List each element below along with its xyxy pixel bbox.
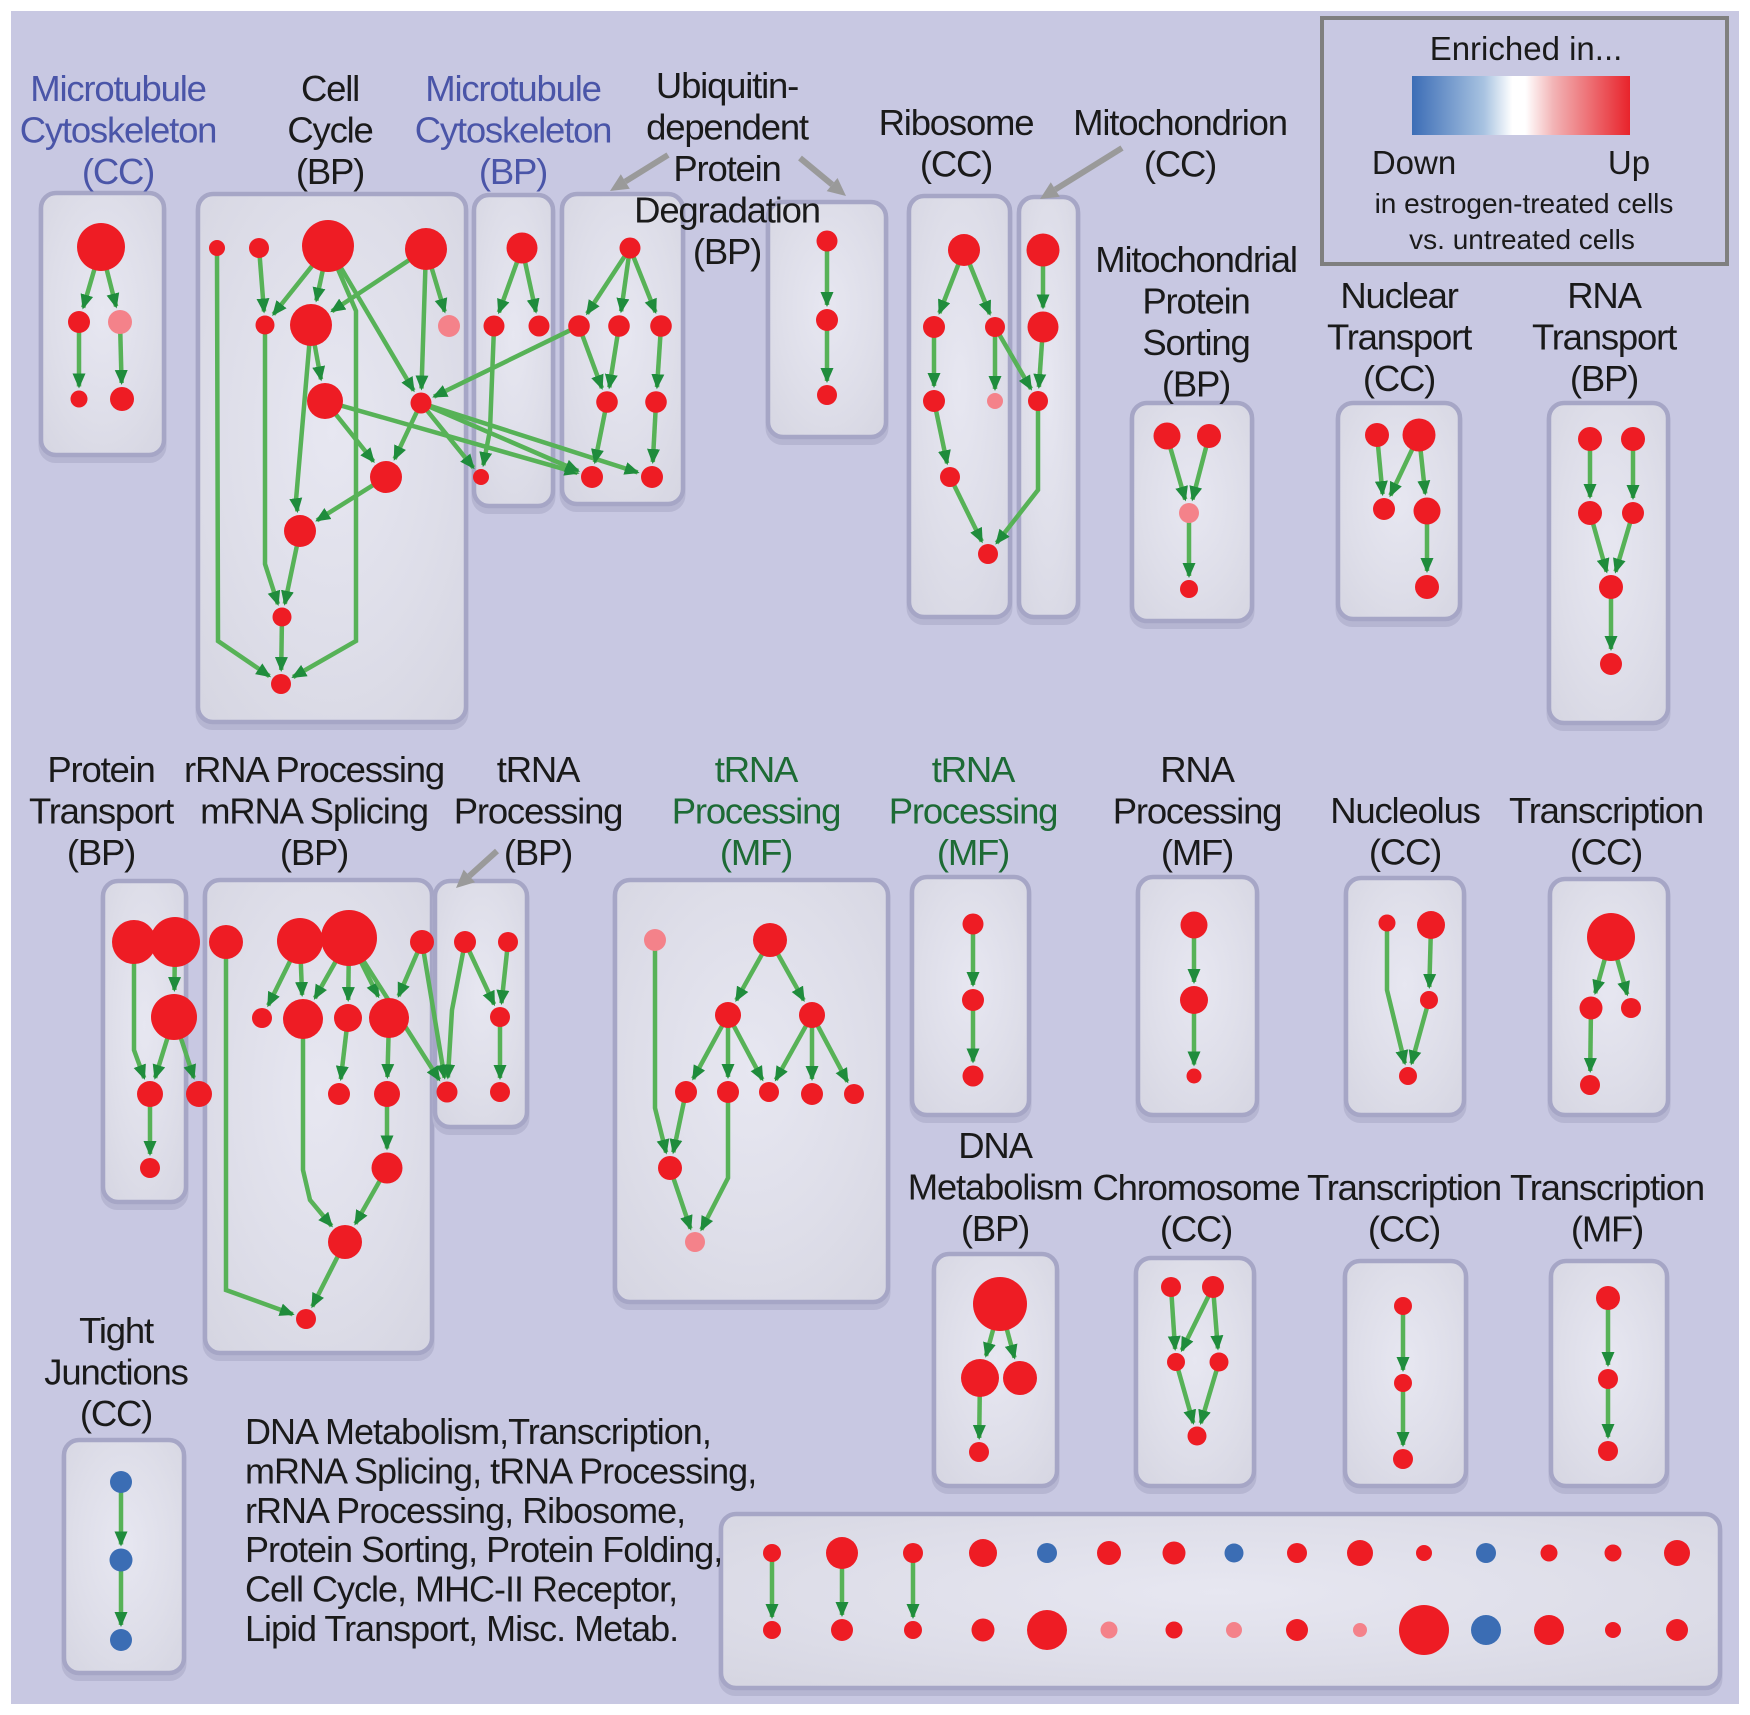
svg-text:Transcription(MF): Transcription(MF) xyxy=(1510,1167,1704,1250)
svg-text:Enriched in...: Enriched in... xyxy=(1430,30,1623,67)
svg-text:DNA Metabolism,Transcription,m: DNA Metabolism,Transcription,mRNA Splici… xyxy=(245,1411,756,1649)
svg-text:Chromosome(CC): Chromosome(CC) xyxy=(1092,1167,1299,1250)
svg-text:Up: Up xyxy=(1608,144,1650,181)
svg-text:Transcription(CC): Transcription(CC) xyxy=(1307,1167,1501,1250)
svg-text:Ribosome(CC): Ribosome(CC) xyxy=(879,102,1034,185)
svg-text:Nucleolus(CC): Nucleolus(CC) xyxy=(1330,790,1479,873)
svg-text:Mitochondrion(CC): Mitochondrion(CC) xyxy=(1073,102,1287,185)
svg-text:vs. untreated cells: vs. untreated cells xyxy=(1409,224,1635,255)
svg-text:Down: Down xyxy=(1372,144,1456,181)
svg-text:Transcription(CC): Transcription(CC) xyxy=(1509,790,1703,873)
svg-text:in estrogen-treated cells: in estrogen-treated cells xyxy=(1375,188,1674,219)
